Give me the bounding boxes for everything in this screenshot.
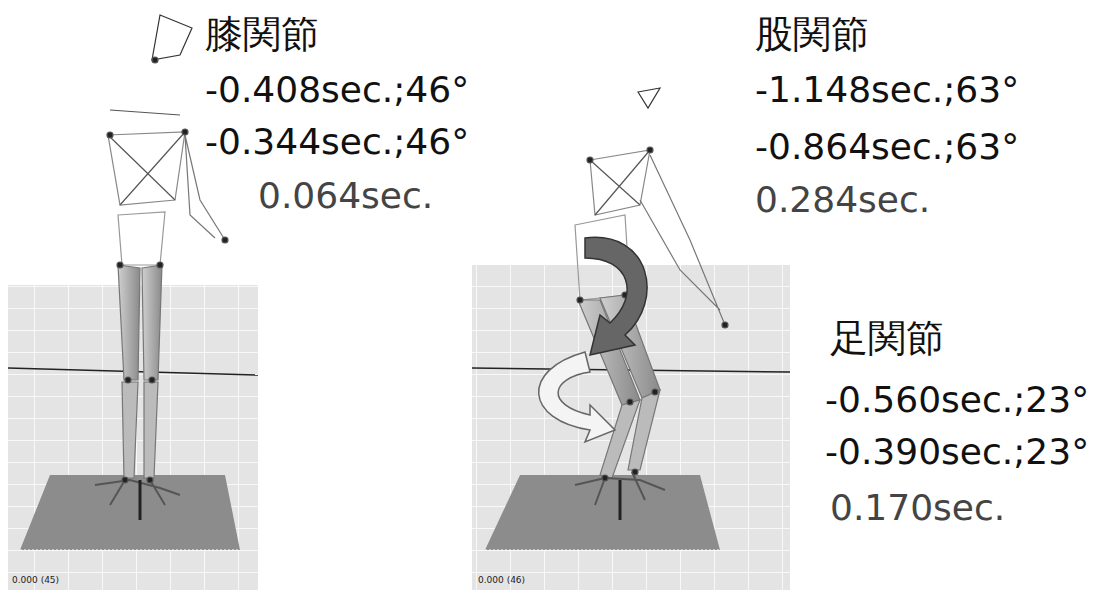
time-angle: -0.560sec.;23° [825, 380, 1089, 420]
frame-label: 0.000 (46) [478, 576, 525, 586]
duration: 0.064sec. [258, 176, 433, 216]
rotation-arrow [539, 352, 615, 442]
rotation-arrow [585, 237, 647, 355]
frame-label: 0.000 (45) [12, 576, 59, 586]
time-angle: -0.390sec.;23° [825, 432, 1089, 472]
duration: 0.170sec. [830, 488, 1005, 528]
duration: 0.284sec. [755, 180, 930, 220]
time-angle: -1.148sec.;63° [755, 70, 1019, 110]
time-angle: -0.864sec.;63° [755, 127, 1019, 167]
joint-name: 足関節 [830, 318, 944, 360]
stick-figure [575, 88, 728, 520]
joint-name: 股関節 [755, 14, 869, 56]
joint-name: 膝関節 [205, 14, 319, 56]
time-angle: -0.344sec.;46° [205, 122, 469, 162]
time-angle: -0.408sec.;46° [205, 70, 469, 110]
